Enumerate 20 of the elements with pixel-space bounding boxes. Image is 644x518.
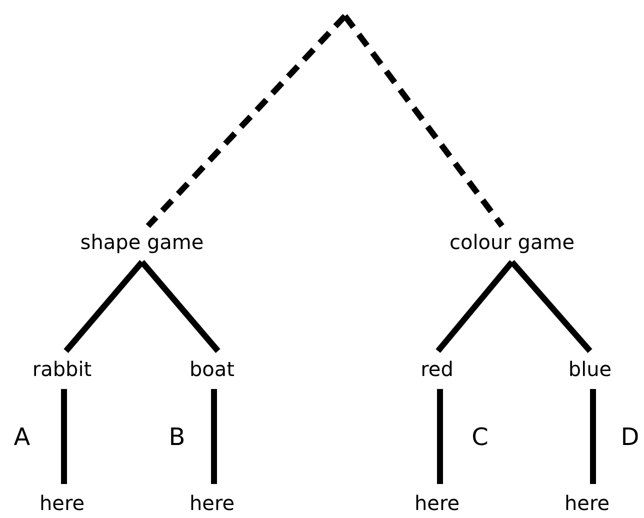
dashed-line (342, 14, 504, 228)
tree-line (436, 260, 514, 353)
tree-line (64, 260, 144, 353)
dashed-line (146, 14, 348, 228)
node-label: shape game (80, 228, 204, 256)
node-label: colour game (449, 228, 575, 256)
tree-line (140, 260, 220, 353)
node-label: here (414, 489, 460, 517)
node-label: boat (189, 355, 235, 383)
tree-line (510, 260, 592, 353)
tree-line (211, 389, 217, 484)
tree-line (590, 389, 596, 484)
node-label: here (564, 489, 610, 517)
node-label: rabbit (32, 355, 92, 383)
node-label: blue (568, 355, 612, 383)
node-label: here (189, 489, 235, 517)
tree-line (61, 389, 67, 484)
tree-line (437, 389, 443, 484)
node-label: red (420, 355, 454, 383)
node-label: here (39, 489, 85, 517)
